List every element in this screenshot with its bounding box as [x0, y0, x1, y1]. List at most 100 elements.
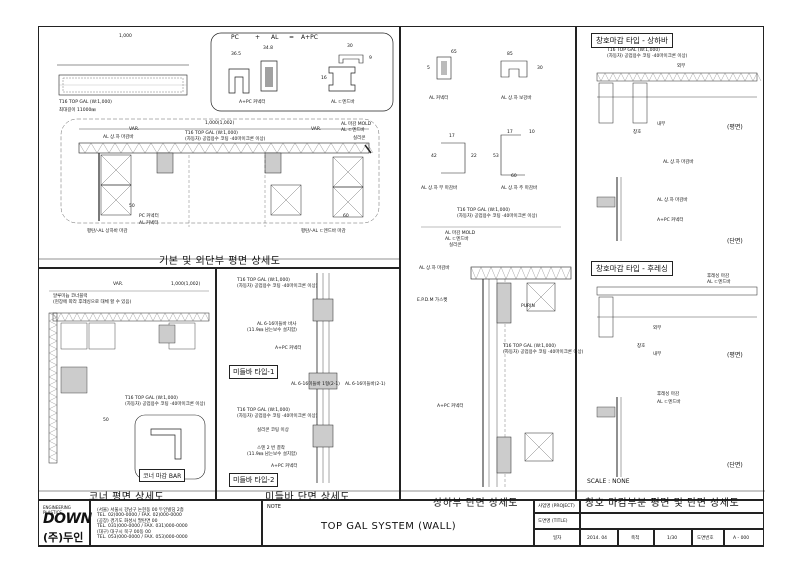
mid-note-2: (자동차) 공업용수 코팅 -40마이크론 이상): [457, 214, 538, 219]
date-value: 2014. 04: [587, 536, 608, 541]
date-value-cell: 2014. 04: [580, 529, 618, 547]
corner-var: VAR.: [113, 282, 124, 287]
right-label-11: 외부: [653, 326, 662, 331]
dim-60: 60: [343, 214, 349, 219]
corner-dim-top: 1,000(1,002): [171, 282, 201, 287]
middle-bar-title: 미들바 단면 상세도: [265, 492, 350, 503]
scale-value: 1/30: [667, 536, 678, 541]
detail-tag-2: 평탄/-AL ㄷ엔드바 마감: [301, 229, 346, 234]
scale-value-cell: 1/30: [654, 529, 692, 547]
mb-note-5: A+PC 커넥터: [275, 346, 302, 351]
title-label: 도면명 (TITLE): [538, 519, 568, 524]
mid-note-1: T16 TOP GAL (W:1,000): [457, 208, 510, 213]
title-label-cell: 도면명 (TITLE): [534, 513, 580, 529]
panel-basic-plan: 1,000 T16 TOP GAL (W:1,000) 최대길이 11000㎜ …: [38, 26, 401, 268]
mid-label-4: AL 상.하 주 마감바: [501, 186, 538, 191]
title-block: ENGINEERING PLASTICS DOWN (주)두인 (서울) 서울시…: [38, 500, 764, 547]
mid-note-10: (자동차) 공업용수 코팅 -40마이크론 이상): [503, 350, 584, 355]
mid-note-3: AL 마감 MOLD: [445, 231, 476, 236]
right-label-4: 내부: [657, 122, 666, 127]
combo-apc: A+PC: [301, 34, 318, 41]
corner-plan-title: 코너 평면 상세도: [89, 492, 165, 503]
mid-label-1: AL 커넥터: [429, 96, 449, 101]
mid-note-7: E.P.D.M 가스켓: [417, 298, 448, 303]
sec-header-2: 창호마감 타입 - 후레싱: [591, 261, 673, 276]
date-label: 일자: [553, 536, 562, 541]
part-note-1: T16 TOP GAL (W:1,000): [59, 100, 112, 105]
detail-tag-1: 평탄/-AL 상하바 마감: [87, 229, 128, 234]
mb-note-13: A+PC 커넥터: [271, 464, 298, 469]
profile-dim-2: 34.8: [263, 46, 274, 51]
part-note-2: 최대길이 11000㎜: [59, 108, 96, 113]
note-2: T16 TOP GAL (W:1,000): [185, 131, 238, 136]
mid-dim-4: 30: [537, 66, 543, 71]
right-label-5: 창호: [633, 130, 642, 135]
note-1: AL 상.하 마감바: [103, 135, 134, 140]
mid-dim-7: 22: [471, 154, 477, 159]
right-label-13: 창호: [637, 344, 646, 349]
company-line-2: TEL. 02)000-0000 / FAX. 02)000-0000: [97, 513, 182, 518]
company-line-4: TEL. 031)000-0000 / FAX. 031)000-0000: [97, 524, 188, 529]
mb-note-11: 스텐 2 번 결착: [257, 446, 285, 451]
mid-label-2: AL 상.하 보강바: [501, 96, 532, 101]
mid-dim-10: 17: [507, 130, 513, 135]
combo-connector-label: A+PC 커넥터: [239, 100, 266, 105]
main-title: TOP GAL SYSTEM (WALL): [321, 521, 457, 532]
brand-korean: (주)두인: [43, 531, 84, 544]
corner-note-3: T16 TOP GAL (W:1,000): [125, 396, 178, 401]
combo-eq: =: [289, 34, 295, 41]
combo-endcap-label: AL ㄷ엔드바: [331, 100, 355, 105]
project-label: 사업명 (PROJECT): [538, 504, 575, 509]
middle-bar-type-1: 미들바 타입-1: [229, 365, 279, 379]
mid-dim-1: 65: [451, 50, 457, 55]
right-label-7: AL 상.하 마감바: [657, 198, 688, 203]
right-label-10: AL ㄷ엔드바: [707, 280, 731, 285]
company-line-5: (대구) 대구시 북구 00동 00: [97, 530, 151, 535]
dim-var-left: VAR.: [129, 127, 140, 132]
right-label-9: 후레싱 마감: [707, 274, 730, 279]
main-title-cell: NOTE TOP GAL SYSTEM (WALL): [262, 501, 534, 547]
combo-pc: PC: [231, 34, 239, 41]
right-label-12: 내부: [653, 352, 662, 357]
vertical-section-drawing: [401, 56, 577, 492]
right-label-2: (자동차) 공업용수 코팅 -40마이크론 이상): [607, 54, 688, 59]
dwg-value: A - 000: [733, 536, 750, 541]
mb-note-10: 실리콘 코팅 이상: [257, 428, 289, 433]
mb-note-12: (11.9㎜ 남는보수 설치함): [247, 452, 297, 457]
mb-note-9: (자동차) 공업용수 코팅 -40마이크론 이상): [237, 414, 318, 419]
panel-middle-bar: T16 TOP GAL (W:1,000) (자동차) 공업용수 코팅 -40마…: [216, 268, 401, 503]
mb-note-6: AL 6-16미들바 1형(2-1): [291, 382, 340, 387]
mb-note-8: T16 TOP GAL (W:1,000): [237, 408, 290, 413]
right-label-8: A+PC 커넥터: [657, 218, 684, 223]
window-detail-title: 창호 마감부분 평면 및 단면 상세도: [585, 498, 740, 509]
mb-note-4: (11.9㎜ 남는보수 설치함): [247, 328, 297, 333]
basic-plan-title: 기본 및 외단부 평면 상세도: [159, 256, 281, 267]
note-6: 실리콘: [353, 136, 366, 141]
mid-dim-2: 5: [427, 66, 430, 71]
mid-note-6: AL 상.하 마감바: [419, 266, 450, 271]
window-detail-drawing: [577, 72, 765, 492]
mid-note-11: A+PC 커넥터: [437, 404, 464, 409]
date-label-cell: 일자: [534, 529, 580, 547]
panel-vertical-section: AL 커넥터 AL 상.하 보강바 AL 상.하 부 마감바 AL 상.하 주 …: [400, 26, 583, 509]
mid-note-8: PURIN: [521, 304, 535, 309]
profile-dim-3: 16: [321, 76, 327, 81]
mid-dim-3: 85: [507, 52, 513, 57]
dwg-value-cell: A - 000: [724, 529, 764, 547]
panel-corner-plan: VAR. 1,000(1,002) 알루미늄 코너블럭 (현장에 따라 후레싱으…: [38, 268, 217, 503]
combo-plus: +: [255, 34, 261, 41]
project-label-cell: 사업명 (PROJECT): [534, 501, 580, 513]
dwg-label-cell: 도면번호: [692, 529, 724, 547]
company-cell: (서울) 서울시 강남구 논현동 00 두인빌딩 2층 TEL. 02)000-…: [90, 501, 262, 547]
company-line-6: TEL. 053)000-0000 / FAX. 053)000-0000: [97, 535, 188, 540]
dim-top: 1,000: [119, 34, 132, 39]
mb-note-3: AL 6-16미들바 바사: [257, 322, 297, 327]
right-label-1: T16 TOP GAL (W:1,000): [607, 48, 660, 53]
dim-50: 50: [129, 204, 135, 209]
middle-bar-type-2: 미들바 타입-2: [229, 473, 279, 487]
sec-header-1: 창호마감 타입 - 상하바: [591, 33, 673, 48]
mid-dim-9: 53: [493, 154, 499, 159]
right-label-6: AL 상.하 마감바: [663, 160, 694, 165]
tag-section-1: (단면): [727, 238, 743, 245]
corner-plan-drawing: [39, 290, 217, 492]
